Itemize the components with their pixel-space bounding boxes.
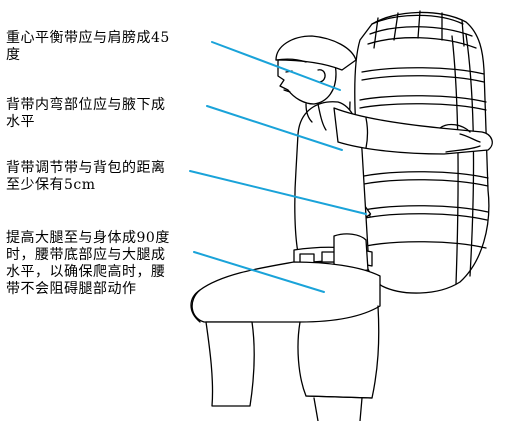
pointer-line-shoulder-strap — [211, 41, 341, 91]
annotation-shoulder-strap-angle: 重心平衡带应与肩膀成45 度 — [6, 30, 170, 63]
annotation-armpit-level: 背带内弯部位应与腋下成 水平 — [6, 97, 166, 130]
pointer-line-armpit — [206, 105, 343, 151]
hiker — [190, 35, 493, 421]
annotation-hip-belt-position: 提高大腿至与身体成90度 时，腰带底部应与大腿成 水平，以确保爬高时，腰 带不会… — [6, 230, 170, 297]
annotation-adjust-strap-distance: 背带调节带与背包的距离 至少保有5cm — [6, 160, 166, 193]
pointer-lines — [189, 41, 367, 293]
pointer-line-hip-belt — [193, 251, 325, 293]
pointer-line-adjust-strap — [189, 170, 367, 215]
